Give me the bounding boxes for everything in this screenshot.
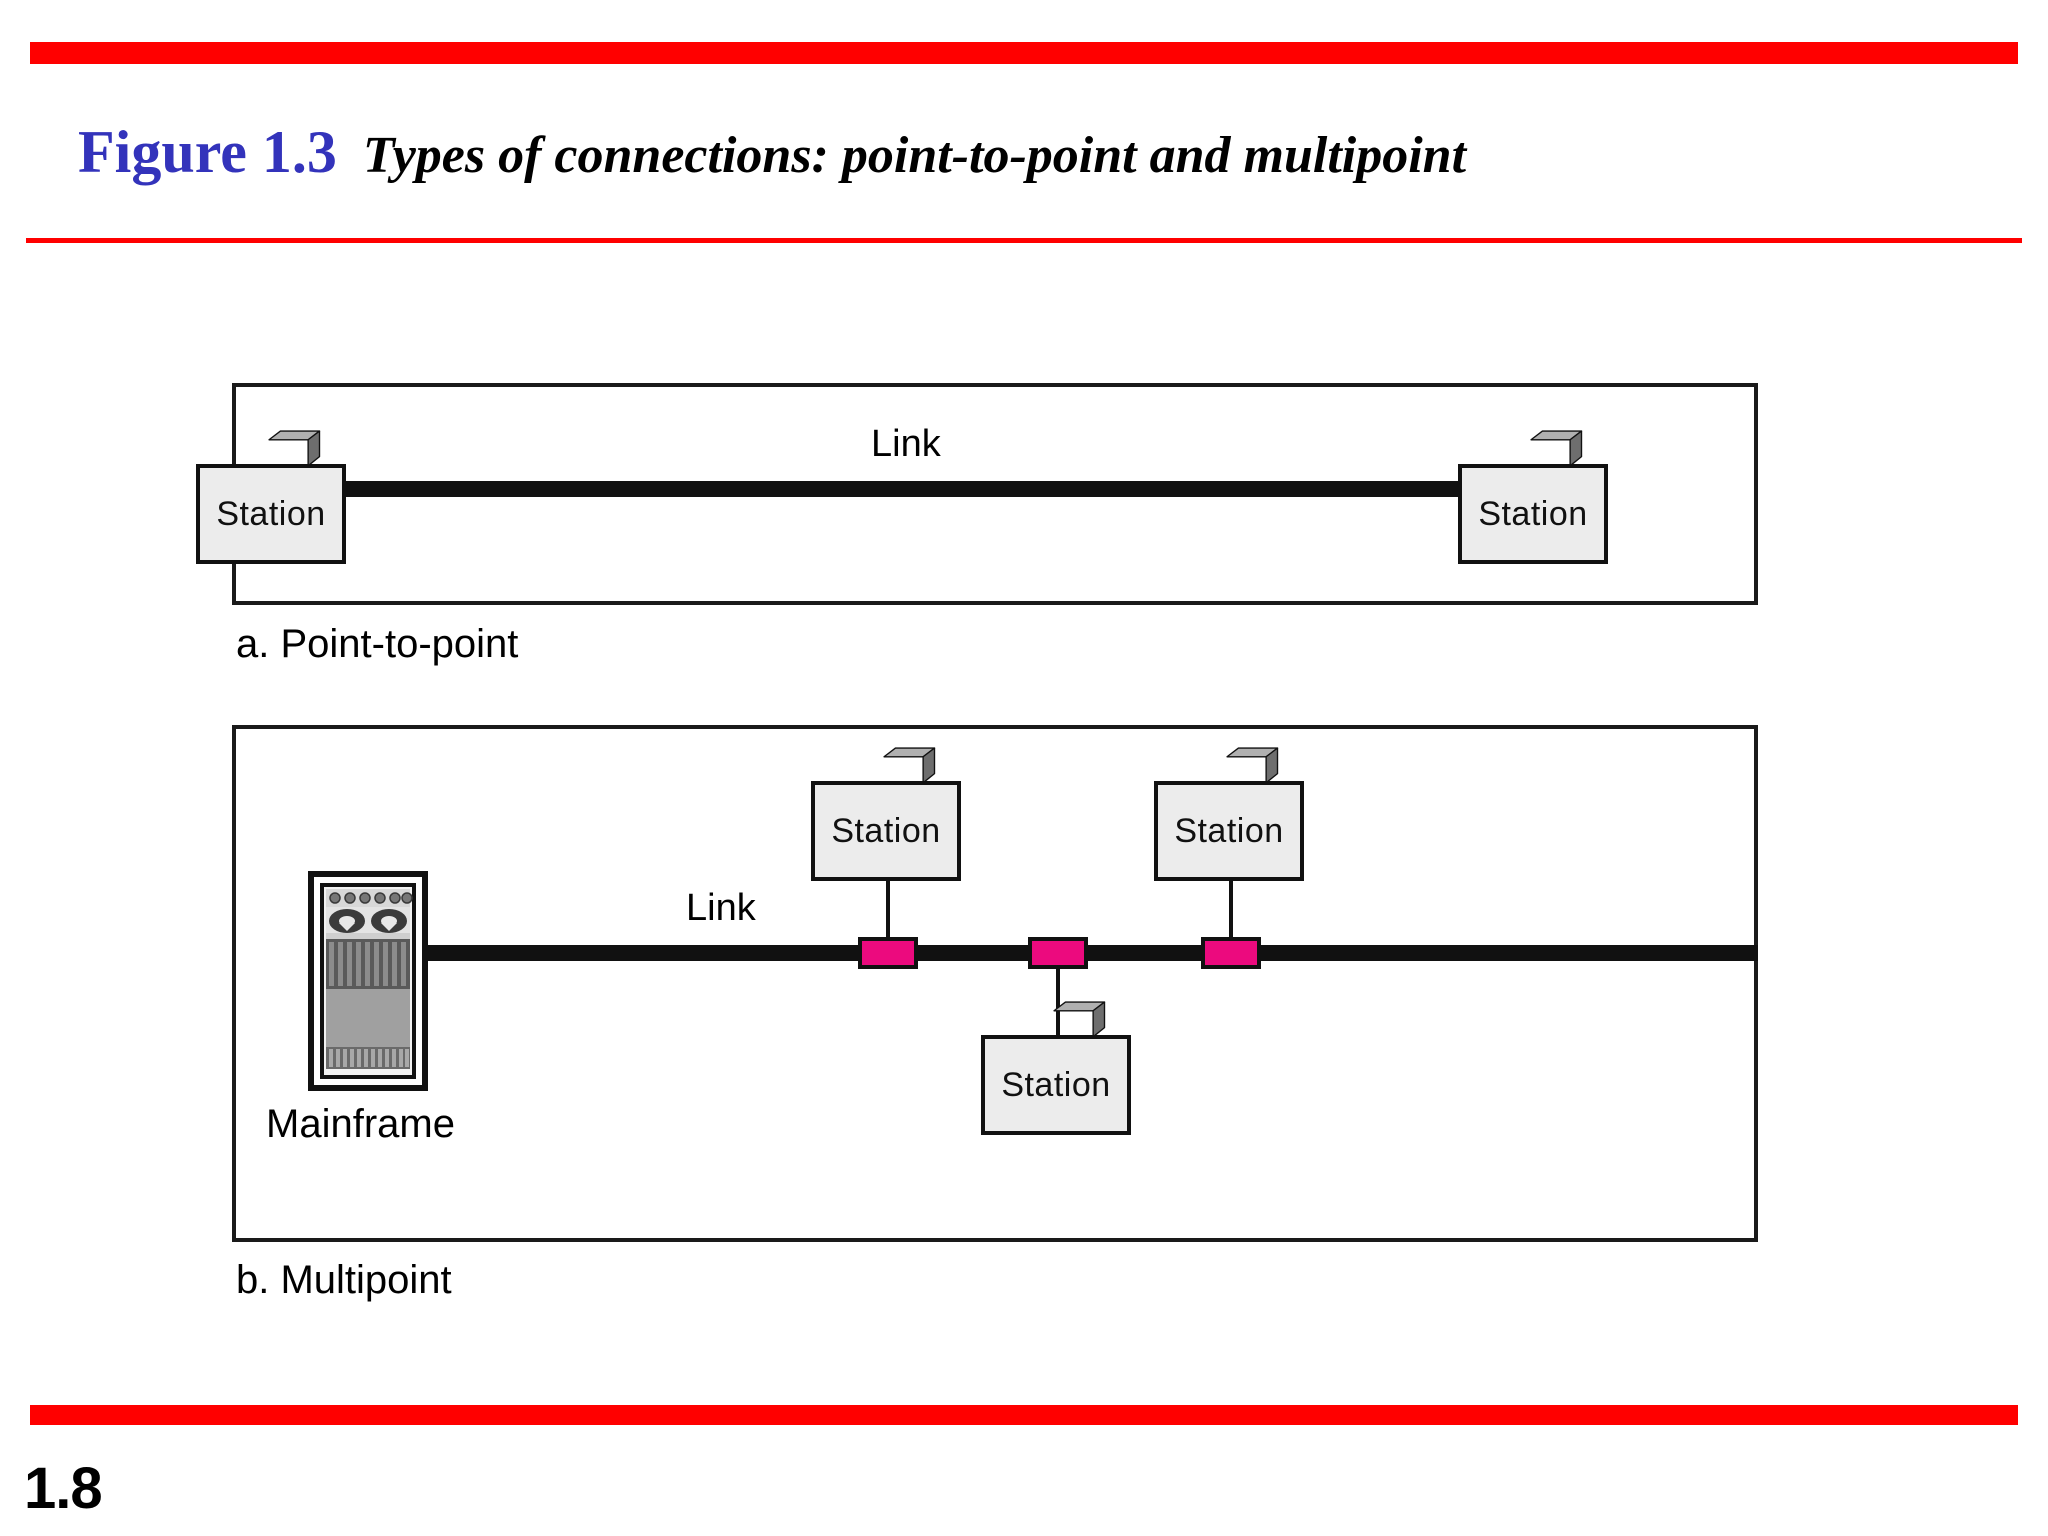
station-label: Station (831, 812, 941, 850)
station-label: Station (1174, 812, 1284, 850)
cube-3d-shading (1530, 430, 1583, 467)
tap-connector-1[interactable] (858, 937, 918, 969)
panel-caption-multipoint: b. Multipoint (236, 1258, 452, 1302)
station-label: Station (1001, 1066, 1111, 1104)
station-multipoint-top-2[interactable]: Station (1154, 747, 1350, 881)
station-label: Station (1478, 495, 1588, 533)
cube-3d-shading (1053, 1001, 1106, 1038)
tap-connector-3[interactable] (1201, 937, 1261, 969)
figure-number: Figure 1.3 (78, 119, 337, 185)
station-body: Station (811, 781, 961, 881)
mainframe-label: Mainframe (266, 1102, 455, 1146)
heading-underline-rule (26, 238, 2022, 243)
bottom-red-rule (30, 1405, 2018, 1425)
cube-3d-shading (268, 430, 321, 467)
top-red-rule (30, 42, 2018, 64)
cube-3d-shading (1226, 747, 1279, 784)
drop-wire-station-top-1 (886, 881, 890, 939)
page-title: Figure 1.3 Types of connections: point-to… (78, 122, 1466, 182)
figure-caption: Types of connections: point-to-point and… (362, 127, 1467, 184)
link-label-multipoint: Link (686, 887, 756, 929)
station-body: Station (196, 464, 346, 564)
station-multipoint-bottom[interactable]: Station (981, 1001, 1177, 1135)
link-line-point-to-point (341, 481, 1461, 497)
panel-caption-point-to-point: a. Point-to-point (236, 622, 519, 666)
diagram-panel-point-to-point: Link Station Station (196, 383, 1758, 605)
drop-wire-station-bottom (1056, 967, 1060, 1037)
station-multipoint-top-1[interactable]: Station (811, 747, 1007, 881)
station-label: Station (216, 495, 326, 533)
station-body: Station (1458, 464, 1608, 564)
station-body: Station (1154, 781, 1304, 881)
station-right[interactable]: Station (1458, 430, 1654, 564)
cube-3d-shading (883, 747, 936, 784)
link-label-point-to-point: Link (871, 423, 941, 465)
tap-connector-2[interactable] (1028, 937, 1088, 969)
mainframe-computer[interactable] (308, 871, 428, 1096)
station-left[interactable]: Station (196, 430, 392, 564)
diagram-panel-multipoint: Link Station Station Station (232, 725, 1758, 1242)
drop-wire-station-top-2 (1229, 881, 1233, 939)
slide-number: 1.8 (24, 1456, 103, 1521)
mainframe-icon (308, 871, 428, 1091)
station-body: Station (981, 1035, 1131, 1135)
